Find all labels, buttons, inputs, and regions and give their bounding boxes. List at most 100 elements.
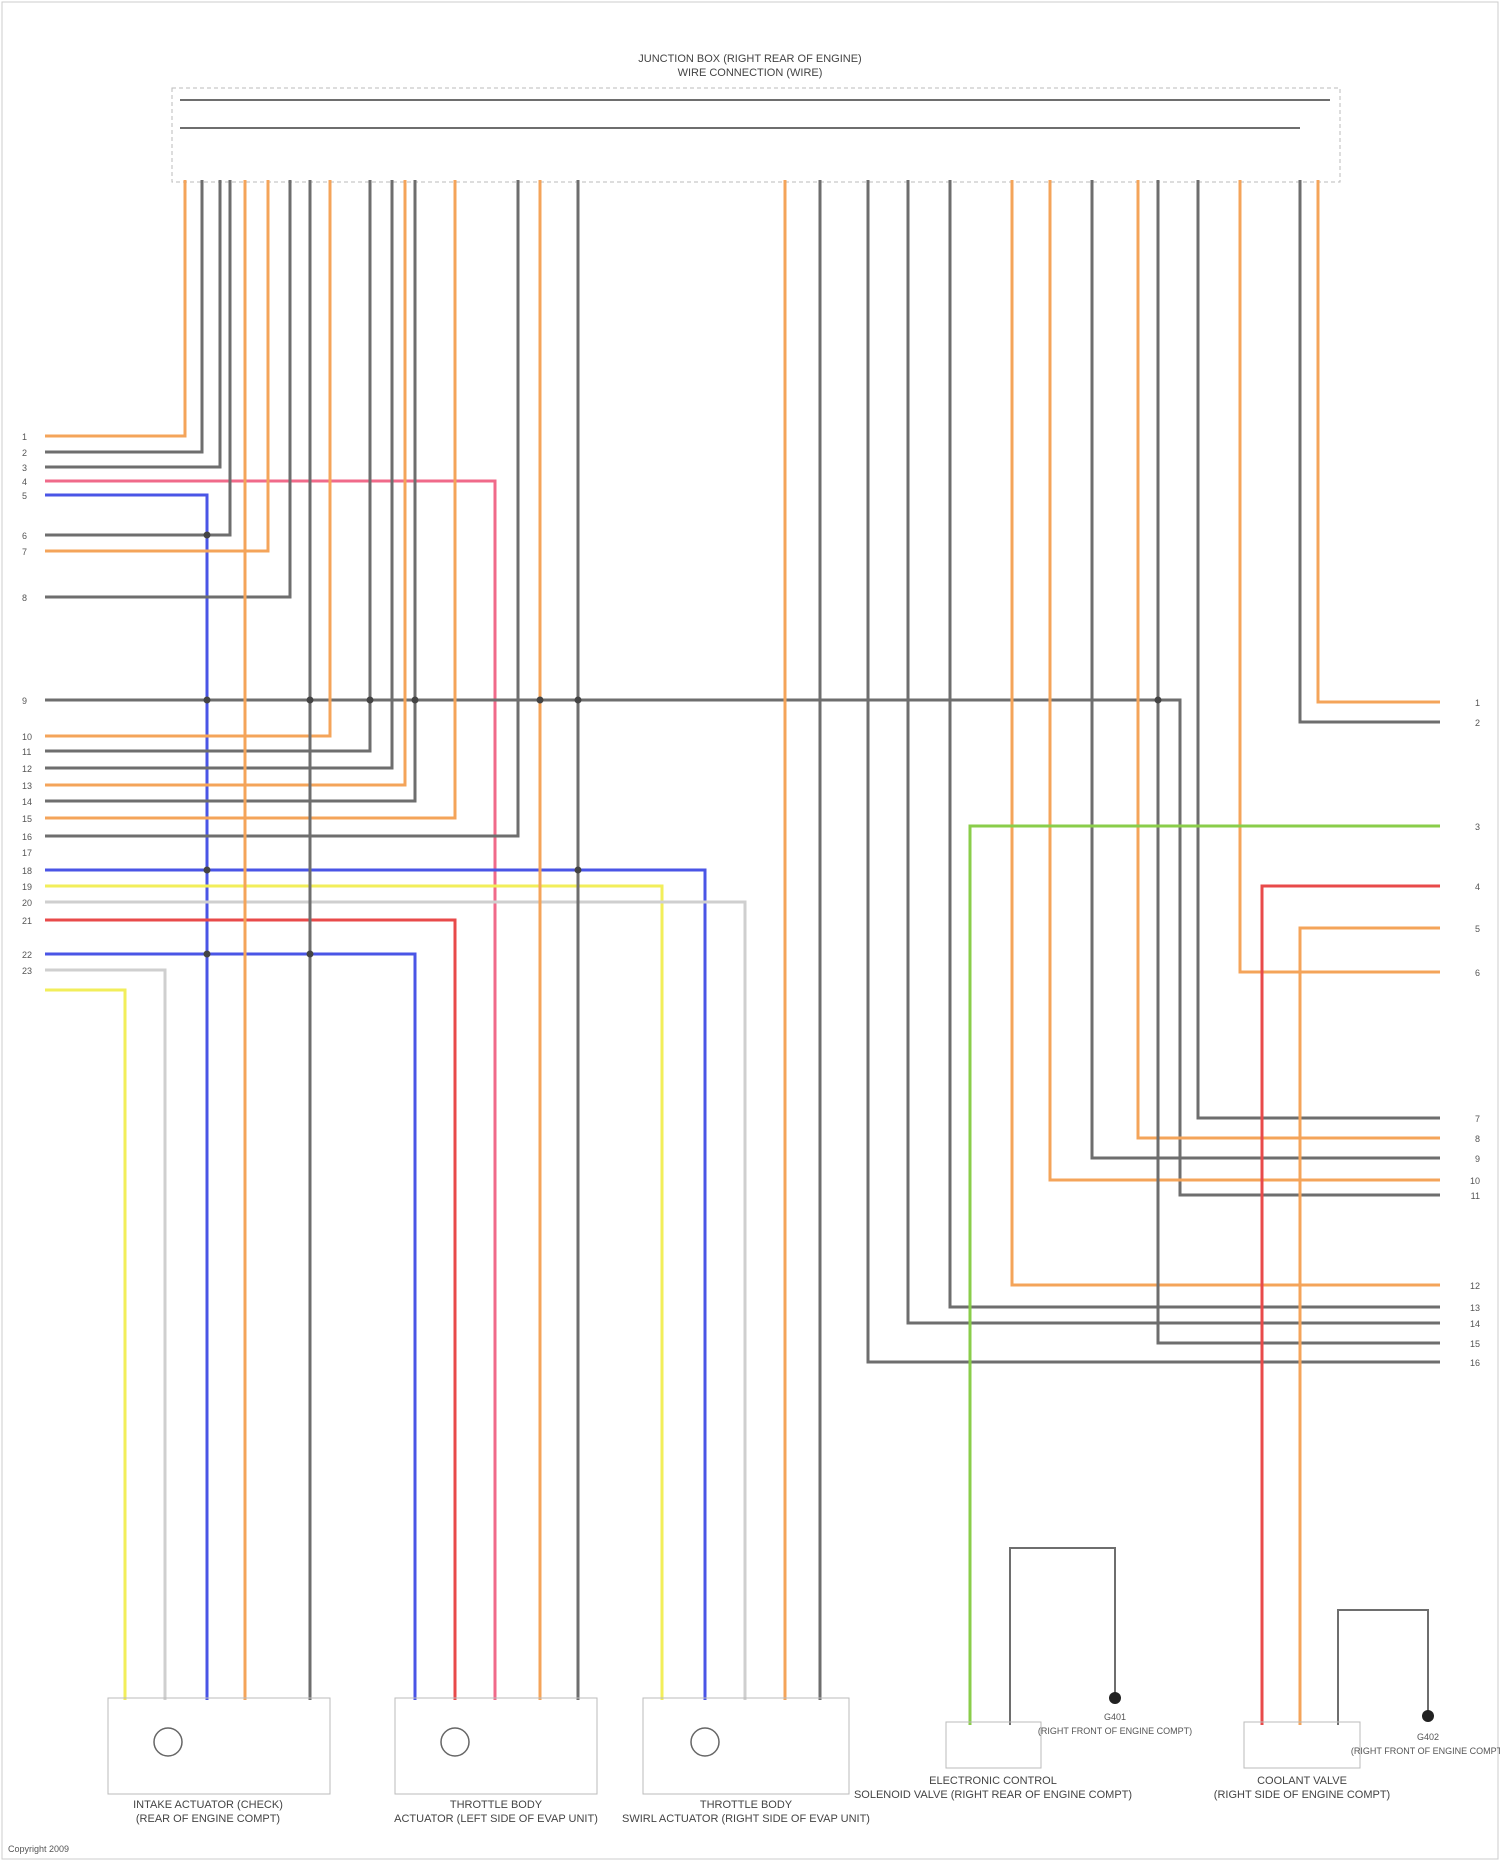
junction-dot-4	[204, 951, 211, 958]
left-pin-6: 6	[22, 531, 27, 541]
component-comp5-box	[1244, 1722, 1360, 1768]
right-wire-orange-1318	[1318, 180, 1440, 702]
left-wire-3	[45, 180, 220, 467]
motor-symbol-2	[441, 1728, 469, 1756]
junction-dot-12	[1155, 697, 1162, 704]
left-wire-1	[45, 180, 185, 436]
junction-dot-6	[307, 951, 314, 958]
header-line2: WIRE CONNECTION (WIRE)	[678, 67, 823, 79]
orange-wire-comp5	[1300, 928, 1440, 1725]
right-pin-6: 6	[1475, 968, 1480, 978]
component-comp2-box	[395, 1698, 597, 1794]
junction-dot-11	[412, 697, 419, 704]
left-wire-22	[45, 970, 165, 1700]
right-wire-gray-868	[868, 180, 1440, 1362]
component-comp3-box	[643, 1698, 849, 1794]
comp4-name: ELECTRONIC CONTROL	[929, 1775, 1057, 1787]
green-wire	[970, 826, 1440, 1725]
right-pin-10: 10	[1470, 1176, 1480, 1186]
left-pin-1: 1	[22, 432, 27, 442]
ground-loop-1	[1010, 1548, 1115, 1725]
left-wire-21	[45, 954, 415, 1700]
junction-box	[172, 88, 1340, 182]
left-pin-18: 18	[22, 866, 32, 876]
ground-symbol-1	[1109, 1692, 1121, 1704]
ground1-label: G401	[1104, 1712, 1126, 1722]
comp4-location: SOLENOID VALVE (RIGHT REAR OF ENGINE COM…	[854, 1789, 1132, 1801]
comp5-location: (RIGHT SIDE OF ENGINE COMPT)	[1214, 1789, 1390, 1801]
junction-dot-2	[204, 697, 211, 704]
left-pin-23: 23	[22, 966, 32, 976]
left-pin-2: 2	[22, 448, 27, 458]
junction-dot-3	[204, 867, 211, 874]
right-wire-gray-1092	[1092, 180, 1440, 1158]
junction-dot-7	[537, 697, 544, 704]
left-pin-14: 14	[22, 797, 32, 807]
left-wire-10	[45, 180, 330, 736]
left-pin-11: 11	[22, 747, 31, 757]
motor-symbol-3	[691, 1728, 719, 1756]
left-pin-22: 22	[22, 950, 32, 960]
left-wire-9	[45, 700, 1440, 1195]
right-pin-1: 1	[1475, 698, 1480, 708]
left-wire-4	[45, 481, 495, 1700]
junction-dot-10	[367, 697, 374, 704]
right-pin-15: 15	[1470, 1339, 1480, 1349]
right-pin-8: 8	[1475, 1134, 1480, 1144]
right-pin-14: 14	[1470, 1319, 1480, 1329]
right-pin-7: 7	[1475, 1114, 1480, 1124]
right-wire-gray-1300	[1300, 180, 1440, 722]
left-pin-4: 4	[22, 477, 27, 487]
right-pin-16: 16	[1470, 1358, 1480, 1368]
ground2-label: G402	[1417, 1732, 1439, 1742]
left-pin-3: 3	[22, 463, 27, 473]
left-pin-17: 17	[22, 848, 32, 858]
right-pin-13: 13	[1470, 1303, 1480, 1313]
right-pin-5: 5	[1475, 924, 1480, 934]
left-pin-15: 15	[22, 814, 32, 824]
comp3-location: SWIRL ACTUATOR (RIGHT SIDE OF EVAP UNIT)	[622, 1813, 870, 1825]
left-wire-20	[45, 920, 455, 1700]
right-wire-orange-1050	[1050, 180, 1440, 1180]
left-pin-7: 7	[22, 547, 27, 557]
junction-dot-5	[307, 697, 314, 704]
junction-dot-9	[575, 867, 582, 874]
left-pin-13: 13	[22, 781, 32, 791]
right-wire-gray-908	[908, 180, 1440, 1323]
ground2-location: (RIGHT FRONT OF ENGINE COMPT)	[1351, 1746, 1500, 1756]
right-pin-3: 3	[1475, 822, 1480, 832]
right-wire-orange-1240	[1240, 180, 1440, 972]
comp3-name: THROTTLE BODY	[700, 1799, 793, 1811]
ground1-location: (RIGHT FRONT OF ENGINE COMPT)	[1038, 1726, 1192, 1736]
left-pin-16: 16	[22, 832, 32, 842]
left-wire-19	[45, 902, 745, 1700]
left-pin-21: 21	[22, 916, 32, 926]
component-comp4-box	[946, 1722, 1041, 1768]
junction-dot-1	[204, 532, 211, 539]
left-pin-12: 12	[22, 764, 32, 774]
comp2-name: THROTTLE BODY	[450, 1799, 543, 1811]
left-wire-18	[45, 886, 662, 1700]
left-pin-8: 8	[22, 593, 27, 603]
comp2-location: ACTUATOR (LEFT SIDE OF EVAP UNIT)	[394, 1813, 598, 1825]
right-pin-12: 12	[1470, 1281, 1480, 1291]
right-pin-4: 4	[1475, 882, 1480, 892]
footer-copyright: Copyright 2009	[8, 1844, 69, 1854]
right-pin-11: 11	[1471, 1191, 1480, 1201]
left-wire-2	[45, 180, 202, 452]
left-pin-5: 5	[22, 491, 27, 501]
motor-symbol-1	[154, 1728, 182, 1756]
ground-loop-2	[1338, 1610, 1428, 1725]
comp5-name: COOLANT VALVE	[1257, 1775, 1347, 1787]
junction-dot-8	[575, 697, 582, 704]
left-pin-9: 9	[22, 696, 27, 706]
left-pin-19: 19	[22, 882, 32, 892]
right-pin-9: 9	[1475, 1154, 1480, 1164]
component-comp1-box	[108, 1698, 330, 1794]
comp1-location: (REAR OF ENGINE COMPT)	[136, 1813, 280, 1825]
ground-symbol-2	[1422, 1710, 1434, 1722]
right-wire-orange-1138	[1138, 180, 1440, 1138]
left-wire-16	[45, 180, 518, 836]
